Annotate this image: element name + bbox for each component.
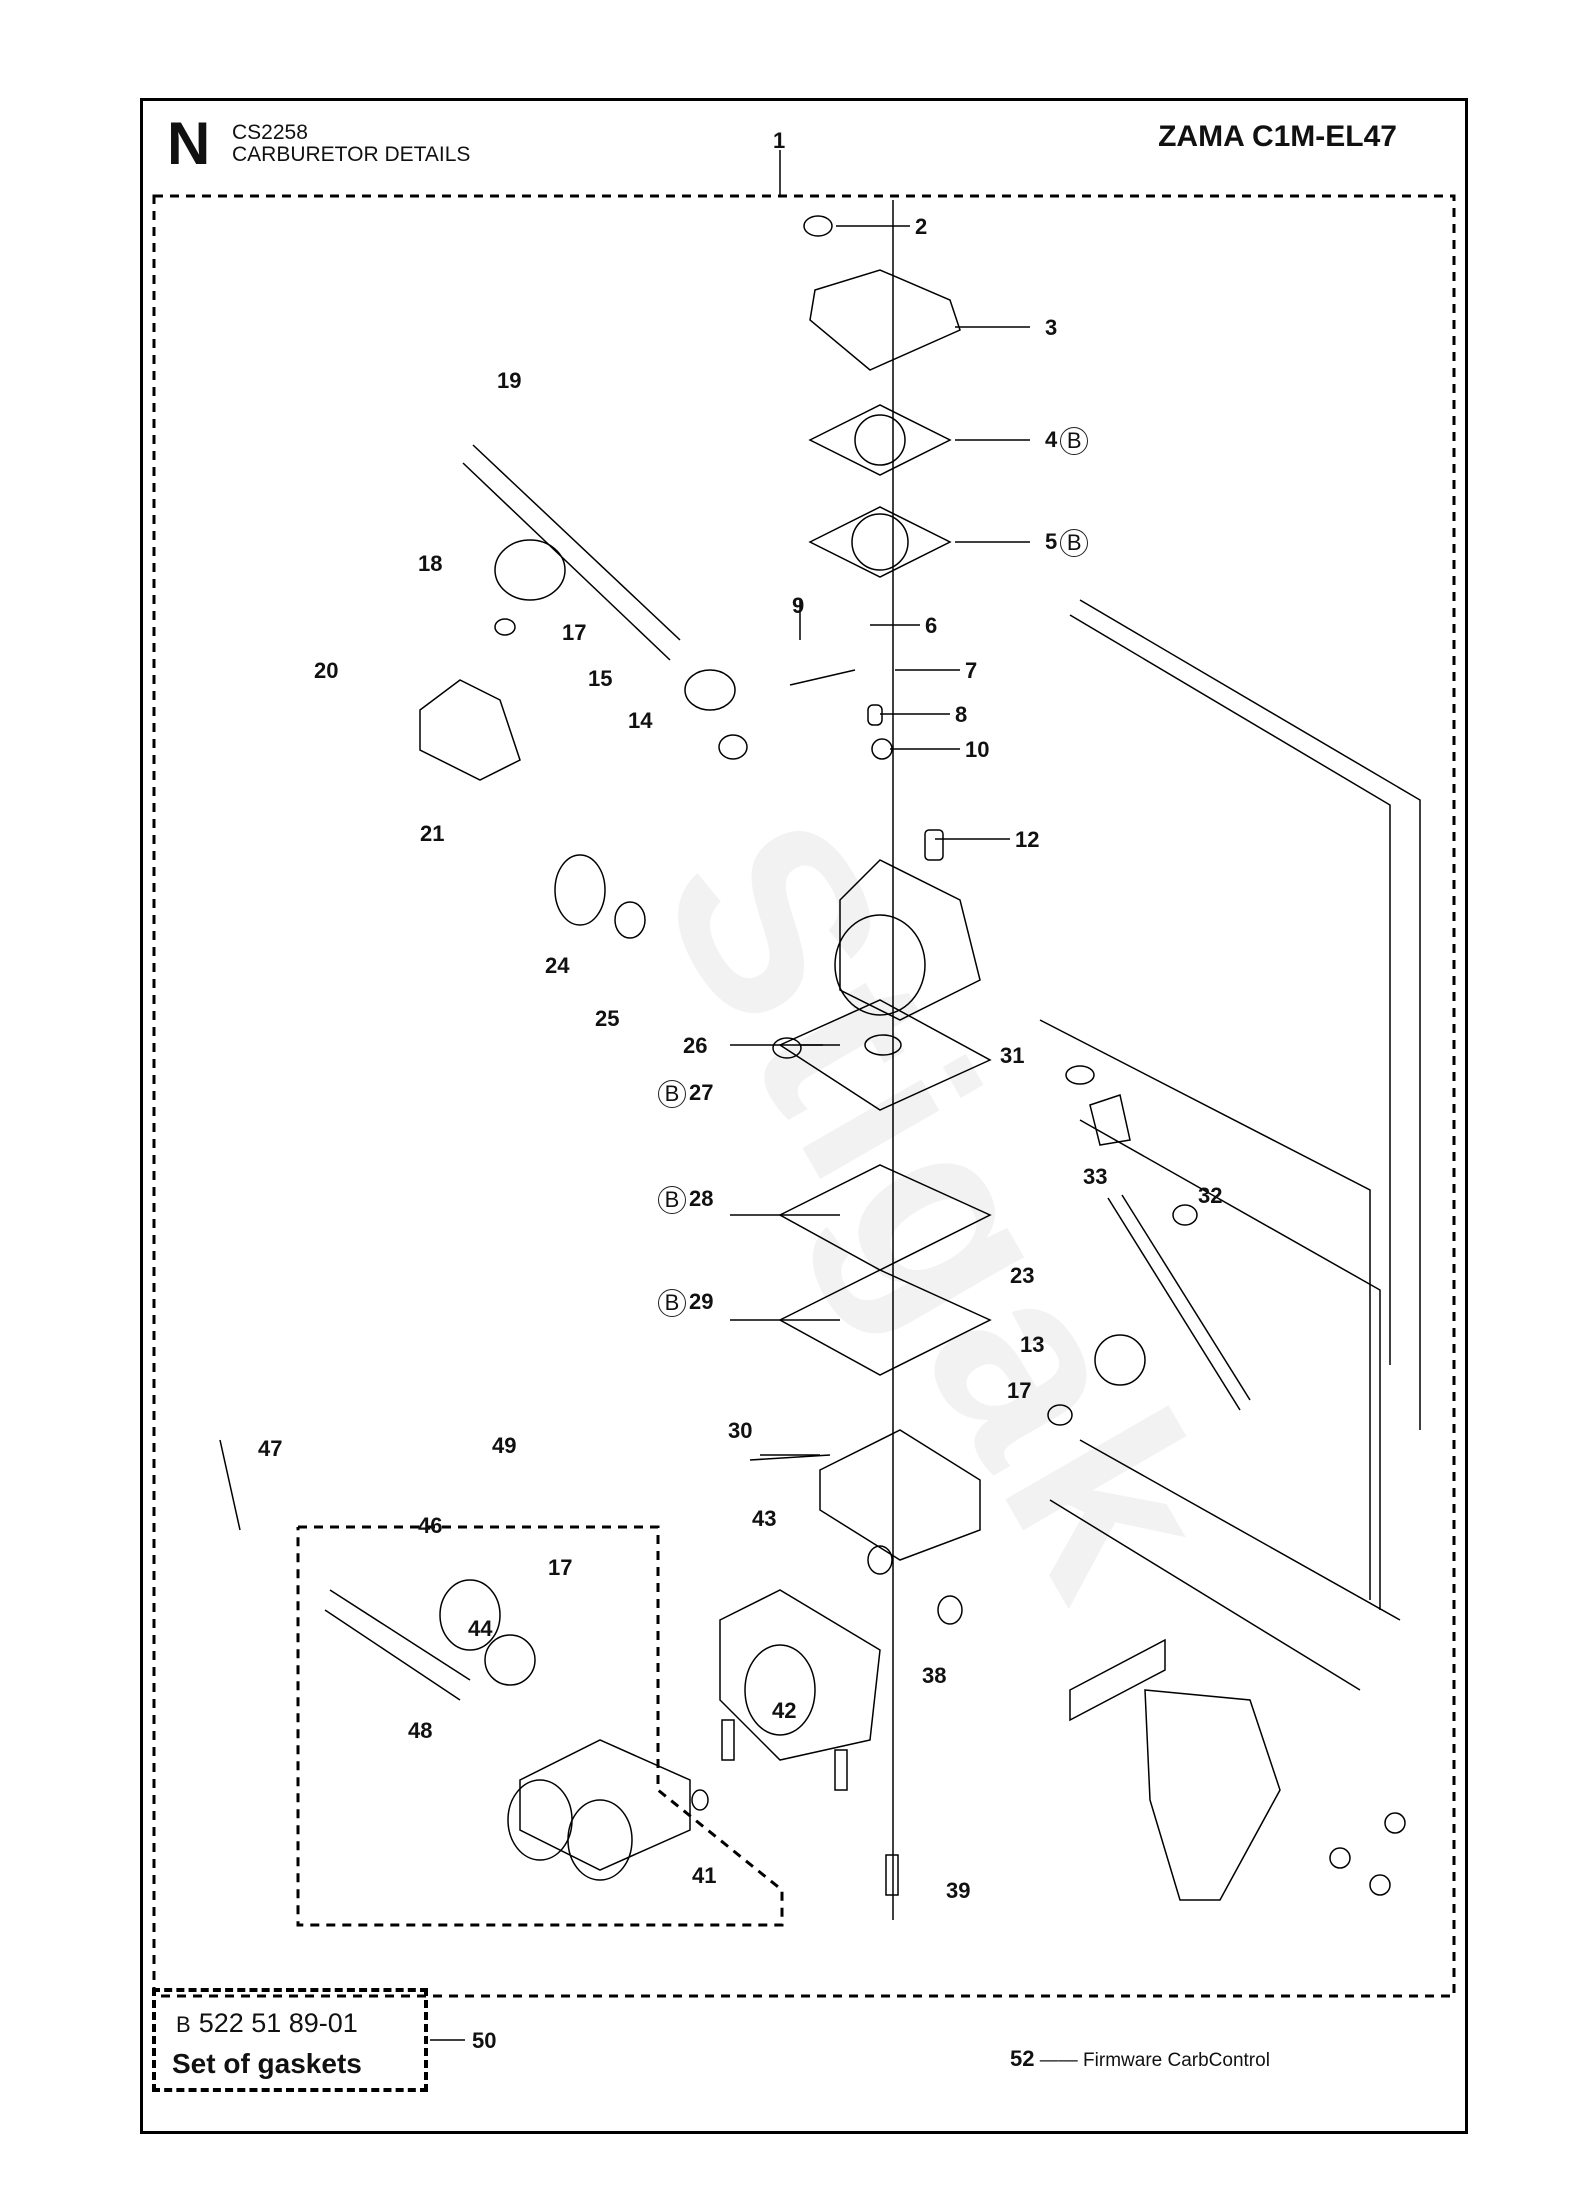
callout-15: 15 [588, 666, 613, 691]
kit-b-marker: B [658, 1080, 686, 1108]
callout-23: 23 [1010, 1263, 1035, 1288]
callout-49: 49 [492, 1433, 517, 1458]
section-letter: N [167, 110, 211, 177]
callout-24: 24 [545, 953, 570, 978]
callout-44: 44 [468, 1616, 493, 1641]
callout-9: 9 [792, 593, 805, 618]
callout-18: 18 [418, 551, 443, 576]
callout-47: 47 [258, 1436, 283, 1461]
callout-50: 50 [472, 2028, 497, 2053]
carburetor-model: ZAMA C1M-EL47 [1158, 120, 1397, 153]
callout-3: 3 [1045, 315, 1058, 340]
callout-43: 43 [752, 1506, 777, 1531]
callout-19: 19 [497, 368, 522, 393]
callout-30: 30 [728, 1418, 753, 1443]
callout-17: 17 [1007, 1378, 1032, 1403]
callout-7: 7 [965, 658, 978, 683]
callout-42: 42 [772, 1698, 797, 1723]
kit-b-marker: B [658, 1186, 686, 1214]
callout-1: 1 [773, 128, 786, 153]
kit-name: Set of gaskets [172, 2048, 362, 2079]
firmware-note: 52 —— Firmware CarbControl [1010, 2046, 1270, 2072]
callout-8: 8 [955, 702, 968, 727]
callout-33: 33 [1083, 1164, 1108, 1189]
callout-14: 14 [628, 708, 653, 733]
note-number: 52 [1010, 2046, 1035, 2071]
callout-31: 31 [1000, 1043, 1025, 1068]
callout-26: 26 [683, 1033, 708, 1058]
callout-2: 2 [915, 214, 928, 239]
callout-48: 48 [408, 1718, 433, 1743]
kit-b-marker: B [1060, 529, 1089, 557]
page-frame [140, 98, 1468, 2134]
callout-13: 13 [1020, 1332, 1045, 1357]
model-code: CS2258 [232, 121, 308, 144]
callout-32: 32 [1198, 1183, 1223, 1208]
callout-21: 21 [420, 821, 445, 846]
callout-38: 38 [922, 1663, 947, 1688]
kit-b-marker: B [1060, 427, 1089, 455]
callout-17: 17 [548, 1555, 573, 1580]
callout-17: 17 [562, 620, 587, 645]
callout-10: 10 [965, 737, 990, 762]
note-dash: —— [1039, 2050, 1078, 2071]
kit-b-marker: B [658, 1289, 686, 1317]
callout-20: 20 [314, 658, 339, 683]
callout-41: 41 [692, 1863, 717, 1888]
callout-25: 25 [595, 1006, 620, 1031]
assembly-boundary-49 [296, 1525, 784, 1927]
callout-46: 46 [418, 1513, 443, 1538]
callout-12: 12 [1015, 827, 1040, 852]
assembly-boundary-1 [152, 194, 1456, 1998]
section-title: CARBURETOR DETAILS [232, 143, 471, 166]
note-text: Firmware CarbControl [1083, 2050, 1270, 2071]
callout-6: 6 [925, 613, 938, 638]
callout-39: 39 [946, 1878, 971, 1903]
